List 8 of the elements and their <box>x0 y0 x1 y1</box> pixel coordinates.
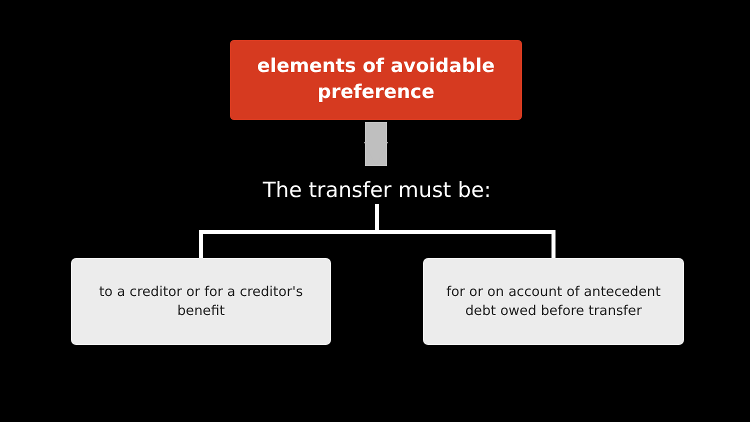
block-arrow <box>364 122 388 166</box>
subheading-text: The transfer must be: <box>262 176 492 204</box>
condition-box <box>423 258 684 345</box>
box-text: for or on account of antecedent debt owed before transfer <box>445 283 662 320</box>
condition-box <box>71 258 331 345</box>
box-text: to a creditor or for a creditor's benefit <box>98 283 304 320</box>
heading-box <box>230 40 522 120</box>
box-text: elements of avoidable preference <box>256 54 496 105</box>
